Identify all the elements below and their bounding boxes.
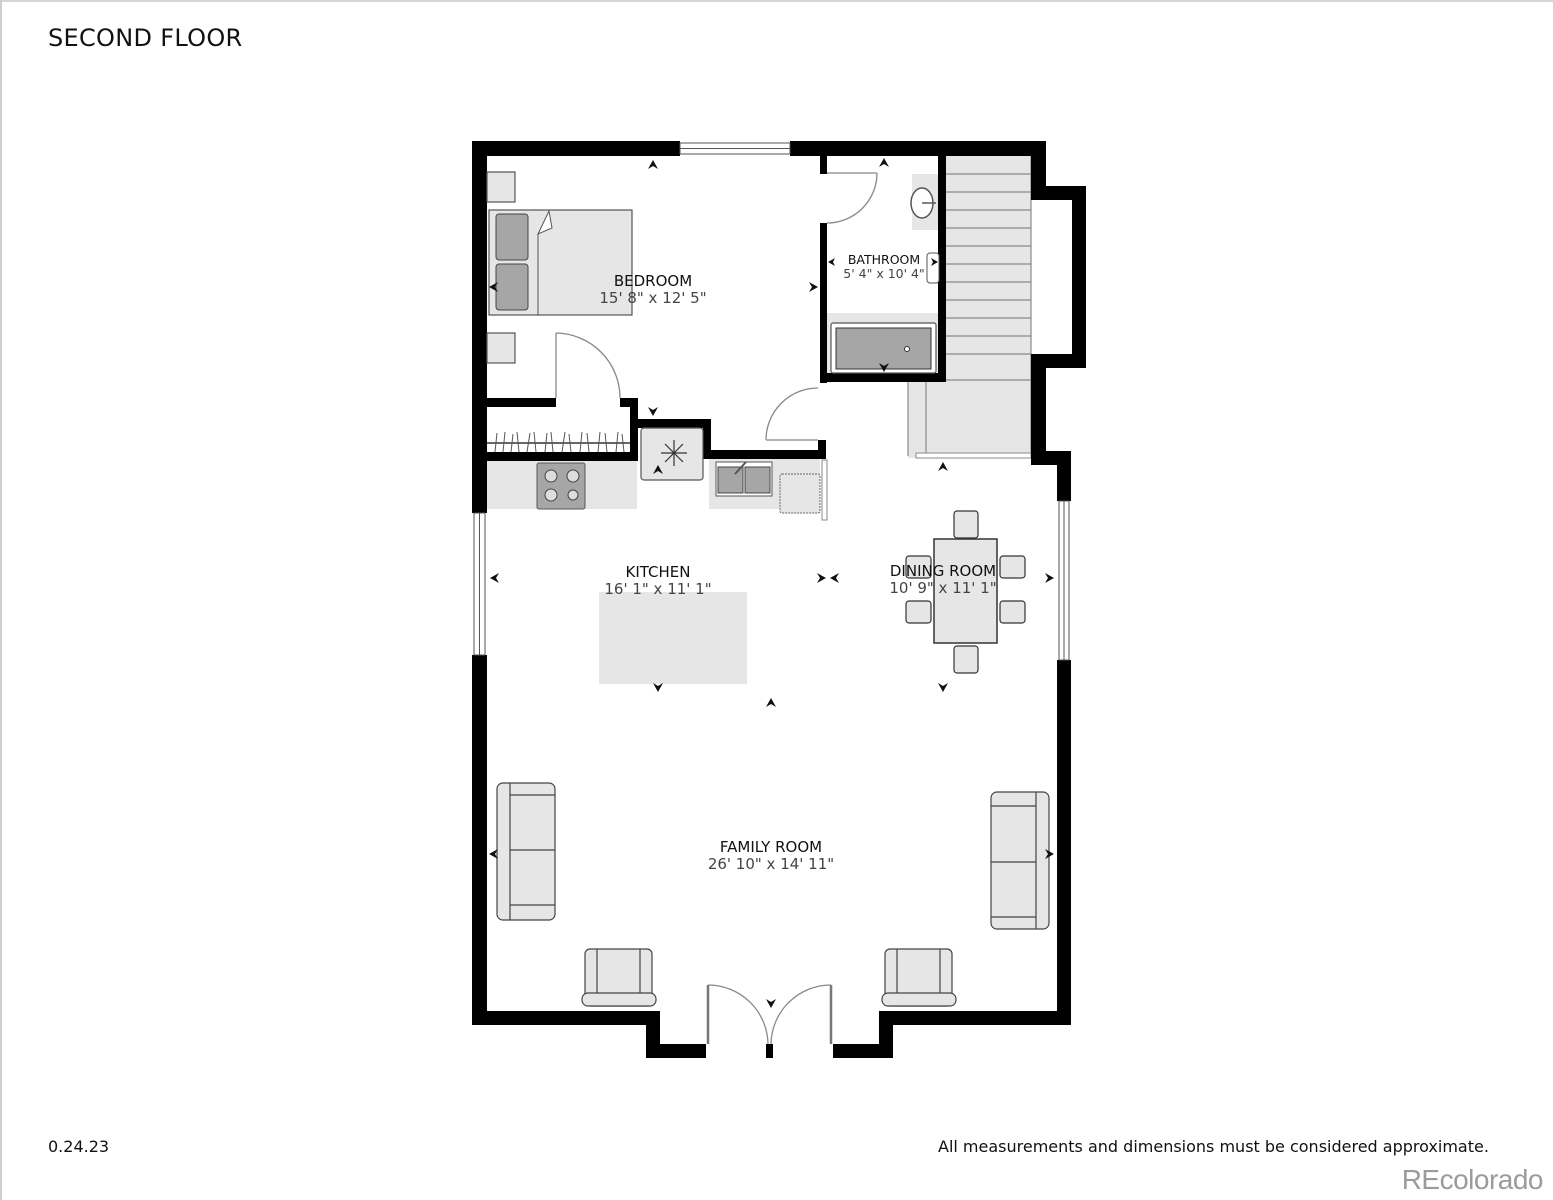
room-dimensions: 5' 4" x 10' 4" <box>843 265 925 281</box>
windows <box>473 142 1070 661</box>
room-name: KITCHEN <box>625 563 691 581</box>
room-label-dining-room: DINING ROOM 10' 9" x 11' 1" <box>889 563 996 596</box>
room-dimensions: 26' 10" x 14' 11" <box>707 854 835 873</box>
room-label-bathroom: BATHROOM 5' 4" x 10' 4" <box>843 253 924 281</box>
frame-border-left <box>0 0 2 1200</box>
room-name: DINING ROOM <box>889 562 997 580</box>
family-room-furniture <box>496 782 1050 1007</box>
floor-title: SECOND FLOOR <box>48 24 243 52</box>
room-dimensions: 10' 9" x 11' 1" <box>889 578 997 597</box>
disclaimer-text: All measurements and dimensions must be … <box>938 1137 1489 1156</box>
bathroom-fixtures <box>827 174 940 374</box>
brand-watermark: REcolorado <box>1401 1164 1544 1195</box>
room-dimensions: 16' 1" x 11' 1" <box>604 579 712 598</box>
room-label-bedroom: BEDROOM 15' 8" x 12' 5" <box>599 273 706 306</box>
room-name: BEDROOM <box>613 272 693 290</box>
room-name: FAMILY ROOM <box>719 838 823 856</box>
room-label-kitchen: KITCHEN 16' 1" x 11' 1" <box>604 564 711 597</box>
doors <box>555 172 878 1045</box>
room-label-family-room: FAMILY ROOM 26' 10" x 14' 11" <box>708 839 834 872</box>
version-label: 0.24.23 <box>48 1137 110 1156</box>
walls <box>472 141 1086 1058</box>
direction-markers <box>489 158 1054 1008</box>
bedroom-furniture <box>486 171 633 453</box>
dining-set <box>905 510 1026 674</box>
room-name: BATHROOM <box>847 252 921 267</box>
room-dimensions: 15' 8" x 12' 5" <box>599 288 707 307</box>
frame-border-top <box>0 0 1553 2</box>
kitchen-fixtures <box>487 427 828 684</box>
